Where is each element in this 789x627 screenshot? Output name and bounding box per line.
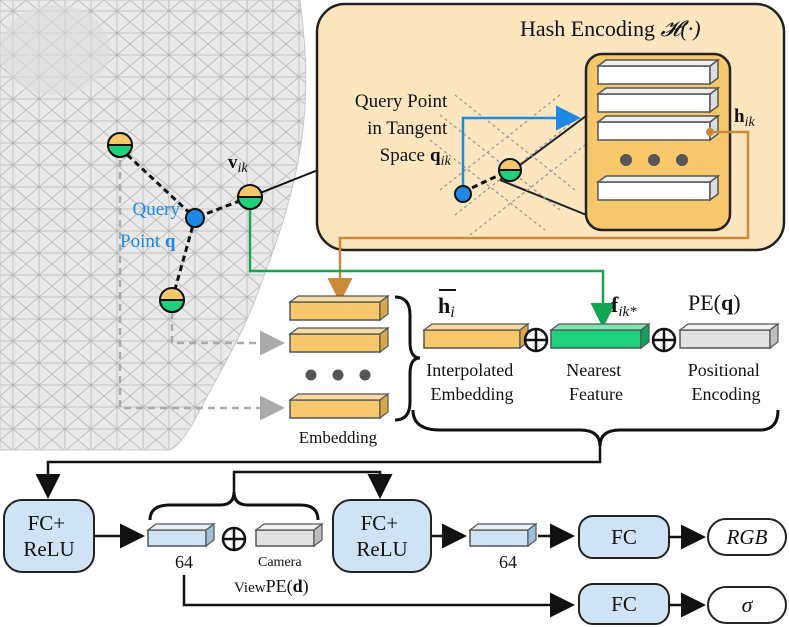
positional-label: Positional Encoding — [688, 360, 765, 404]
feature-brace — [411, 409, 780, 447]
plus-1 — [523, 327, 549, 353]
query-point-dot — [185, 208, 205, 228]
tangent-query-point — [454, 185, 472, 203]
face-mesh — [0, 0, 307, 451]
dim-64-b: 64 — [499, 552, 517, 572]
hash-to-embedding-line — [327, 130, 750, 303]
out-rgb — [707, 518, 787, 556]
lookup-arrow — [461, 105, 581, 192]
fc-relu-2-label: FC+ ReLU — [356, 511, 407, 561]
vertex-top — [106, 132, 134, 158]
out-sigma-label: σ — [742, 592, 754, 617]
query-point-label-2: Point q — [120, 231, 176, 252]
fc-sigma-label: FC — [611, 592, 637, 616]
v-ik-label: vik — [228, 152, 248, 176]
interpolated-embedding-block — [422, 322, 530, 350]
face-eye-socket — [0, 5, 110, 95]
camera-view-pe-label: ViewPE(d) — [234, 576, 309, 597]
f-ik-label: fik* — [611, 292, 637, 320]
to-fc1-arrow — [35, 446, 602, 499]
hidden-64-a — [146, 522, 216, 548]
vertex-vik — [236, 184, 264, 210]
out-rgb-label: RGB — [726, 525, 768, 549]
callout-wedge — [500, 110, 594, 218]
camera-pe-block — [254, 522, 324, 548]
concat-brace — [148, 491, 320, 521]
to-fc-sigma-arrow — [182, 575, 575, 618]
query-tangent-symbol: qik — [430, 145, 451, 169]
pe-q-label: PE(q) — [688, 290, 741, 315]
nearest-label: Nearest Feature — [566, 360, 625, 404]
tangent-vertex — [497, 158, 523, 182]
embedding-label: Embedding — [299, 428, 378, 447]
vertex-bottom — [158, 287, 186, 313]
out-sigma — [707, 586, 787, 624]
embedding-stack — [288, 294, 390, 420]
positional-encoding-block — [678, 322, 780, 350]
hash-encoding-title: Hash Encoding 𝓗(·) — [520, 16, 701, 41]
query-tangent-label: Query Point in Tangent Space — [355, 91, 452, 166]
embedding-brace — [394, 295, 421, 422]
plus-3 — [221, 526, 247, 552]
tangent-grid — [429, 94, 586, 236]
h-bar-label: hi — [438, 293, 455, 321]
plus-2 — [651, 327, 677, 353]
interpolated-label: Interpolated Embedding — [426, 360, 517, 404]
h-ik-label: hik — [734, 106, 755, 130]
to-fc2-arrow — [232, 470, 393, 499]
hash-table-rows — [595, 58, 721, 202]
dim-64-a: 64 — [175, 552, 193, 572]
query-point-label: Query — [133, 199, 181, 220]
fc-rgb-label: FC — [611, 525, 637, 549]
nearest-feature-block — [549, 322, 651, 350]
camera-view-label: Camera — [258, 555, 302, 570]
fc-relu-1-label: FC+ ReLU — [23, 511, 74, 561]
hidden-64-b — [468, 522, 538, 548]
